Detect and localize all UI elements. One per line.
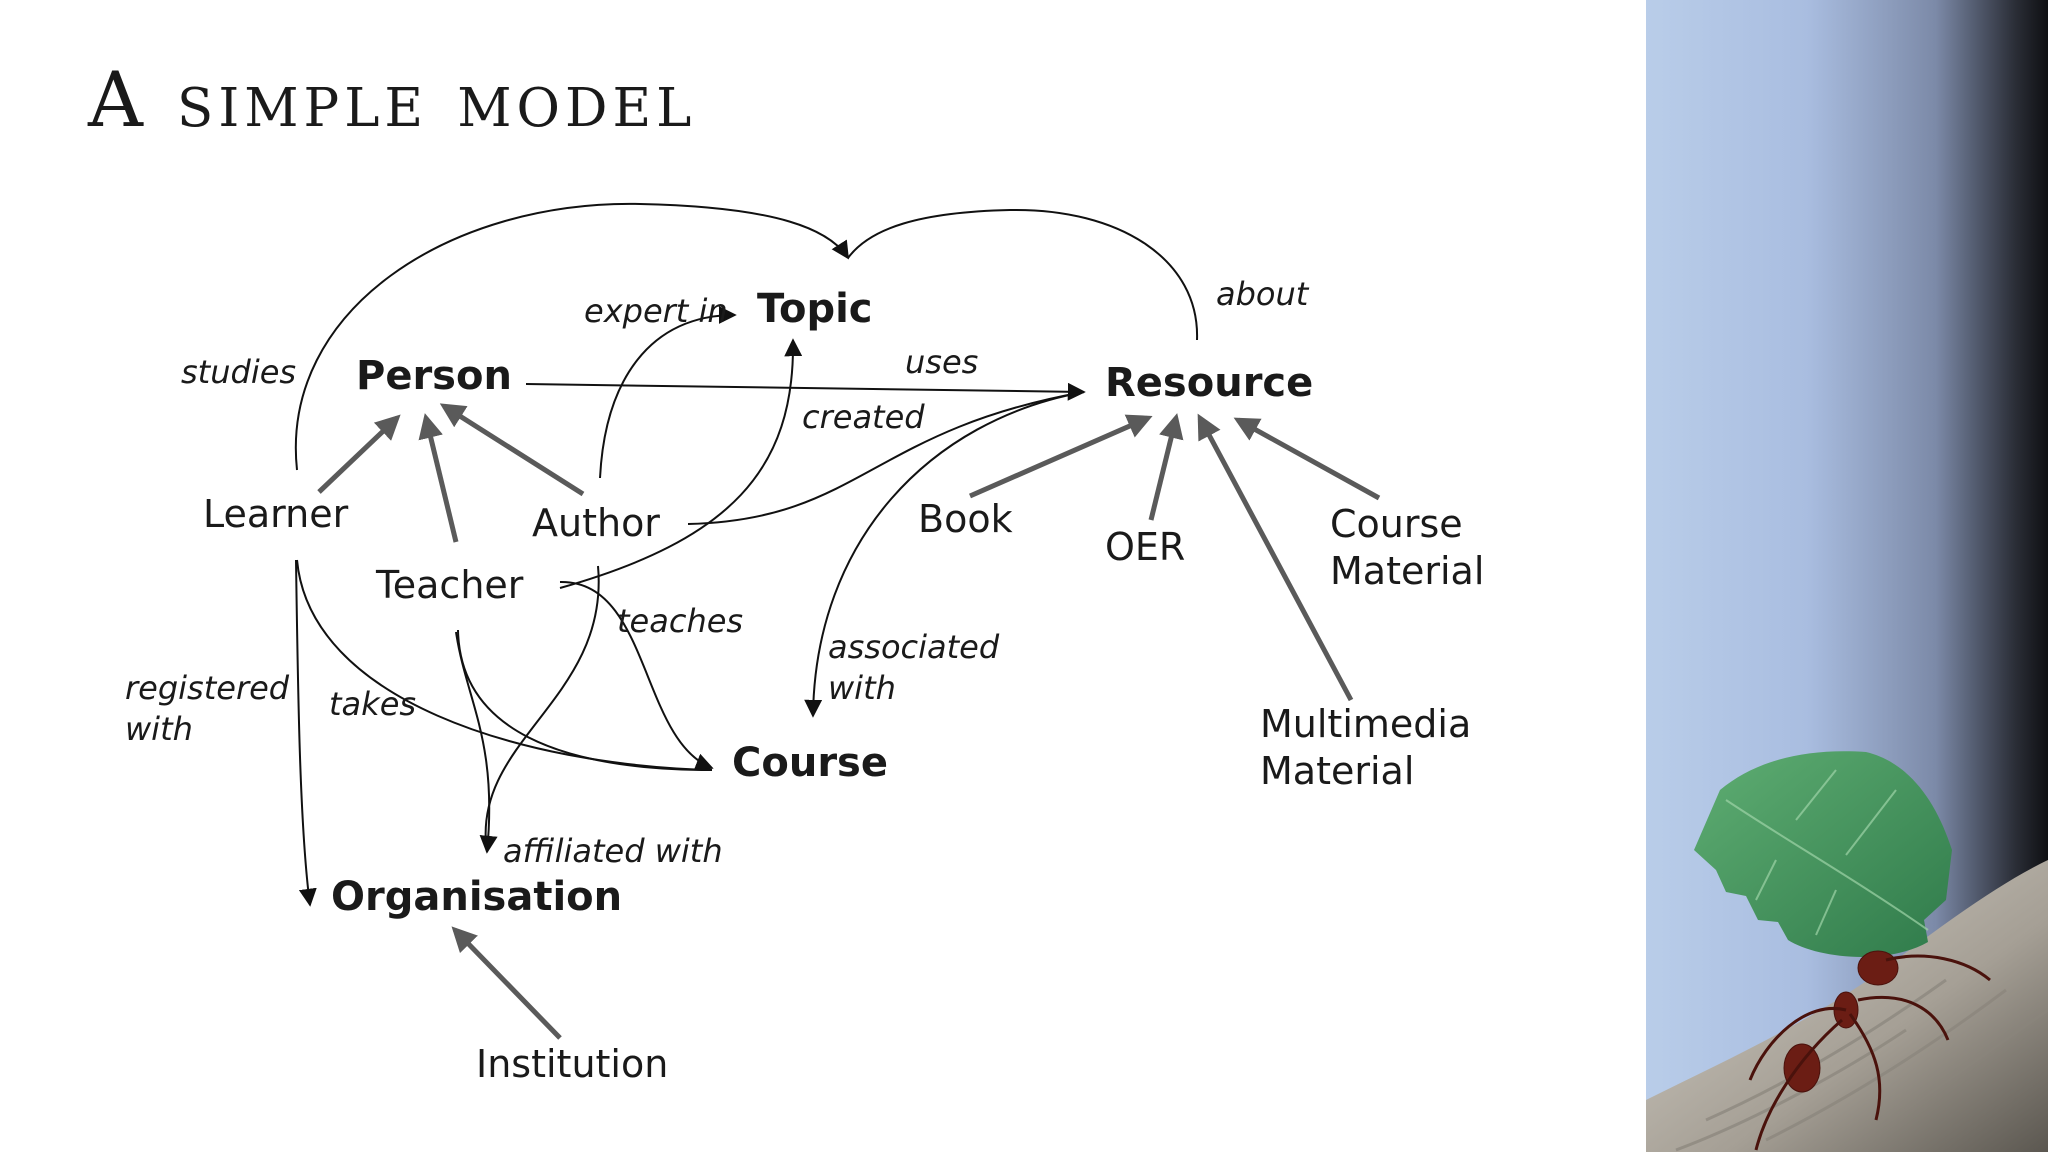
node-multimedia-material: Multimedia Material	[1260, 702, 1483, 793]
edge-person-uses-resource	[525, 382, 1086, 401]
edge-resource-about-topic	[847, 208, 1199, 341]
edge-learner-studies-topic	[294, 202, 849, 471]
edge-course-material-is-a-resource	[1233, 417, 1381, 501]
label-studies: studies	[181, 353, 296, 391]
label-teaches: teaches	[617, 602, 743, 640]
edge-learner-registered-with-organisation	[295, 559, 317, 907]
node-multimedia-material-line-2: Material	[1260, 749, 1414, 793]
label-affiliated-with: affiliated with	[503, 832, 723, 870]
concept-diagram: Topic Person Resource Course Organisatio…	[125, 202, 1484, 1086]
node-book: Book	[918, 497, 1013, 541]
leaf-veins	[1725, 769, 1929, 936]
node-course: Course	[732, 740, 888, 786]
edge-author-is-a-person	[439, 403, 585, 497]
node-author: Author	[532, 501, 660, 545]
node-topic: Topic	[757, 286, 873, 332]
edge-author-expert-in-topic	[599, 306, 737, 479]
subclass-edges	[317, 403, 1381, 1040]
node-learner: Learner	[203, 492, 349, 536]
edge-teacher-is-a-person	[418, 413, 459, 543]
edge-teacher-expert-in-topic	[559, 338, 803, 589]
node-oer: OER	[1105, 525, 1185, 569]
edge-author-affiliated-with-organisation	[484, 565, 600, 853]
ant	[1748, 950, 1991, 1151]
label-uses: uses	[905, 343, 978, 381]
label-expert-in: expert in	[584, 292, 728, 330]
node-course-material: Course Material	[1330, 502, 1484, 593]
edge-teacher-affiliated-with-organisation	[455, 631, 498, 854]
label-registered-with-line-2: with	[125, 710, 193, 748]
node-organisation: Organisation	[331, 874, 622, 920]
label-takes: takes	[329, 685, 416, 723]
node-institution: Institution	[476, 1042, 668, 1086]
class-nodes: Topic Person Resource Course Organisatio…	[203, 286, 1484, 1086]
node-person: Person	[356, 353, 512, 399]
label-associated-with-line-1: associated	[828, 628, 1000, 666]
label-created: created	[802, 398, 925, 436]
leafcutter-ant-photo	[1646, 0, 2048, 1152]
label-registered-with: registered with	[125, 669, 299, 748]
edge-learner-is-a-person	[317, 414, 401, 494]
edge-institution-is-an-organisation	[451, 926, 562, 1040]
edge-oer-is-a-resource	[1148, 413, 1184, 521]
leaf	[1694, 751, 1952, 957]
label-associated-with-line-2: with	[828, 669, 896, 707]
rope-fibers	[1675, 978, 2048, 1152]
edge-book-is-a-resource	[968, 414, 1153, 499]
node-course-material-line-1: Course	[1330, 502, 1463, 546]
edge-author-created-resource	[687, 391, 1085, 525]
edge-multimedia-is-a-resource	[1197, 413, 1354, 702]
slide-title: A simple model	[88, 55, 697, 144]
edge-resource-associated-with-course	[804, 391, 1085, 718]
node-multimedia-material-line-1: Multimedia	[1260, 702, 1471, 746]
label-associated-with: associated with	[828, 628, 1009, 707]
node-teacher: Teacher	[375, 563, 524, 607]
label-about: about	[1216, 275, 1310, 313]
relation-labels: studies expert in uses created about tea…	[125, 275, 1310, 870]
node-resource: Resource	[1105, 360, 1313, 406]
edge-teacher-course	[457, 629, 713, 771]
edge-learner-takes-course	[296, 559, 713, 771]
photo-illustration	[1646, 751, 2048, 1152]
label-registered-with-line-1: registered	[125, 669, 290, 707]
edge-teacher-teaches-course	[559, 580, 714, 771]
node-course-material-line-2: Material	[1330, 549, 1484, 593]
relation-edges	[294, 202, 1199, 907]
